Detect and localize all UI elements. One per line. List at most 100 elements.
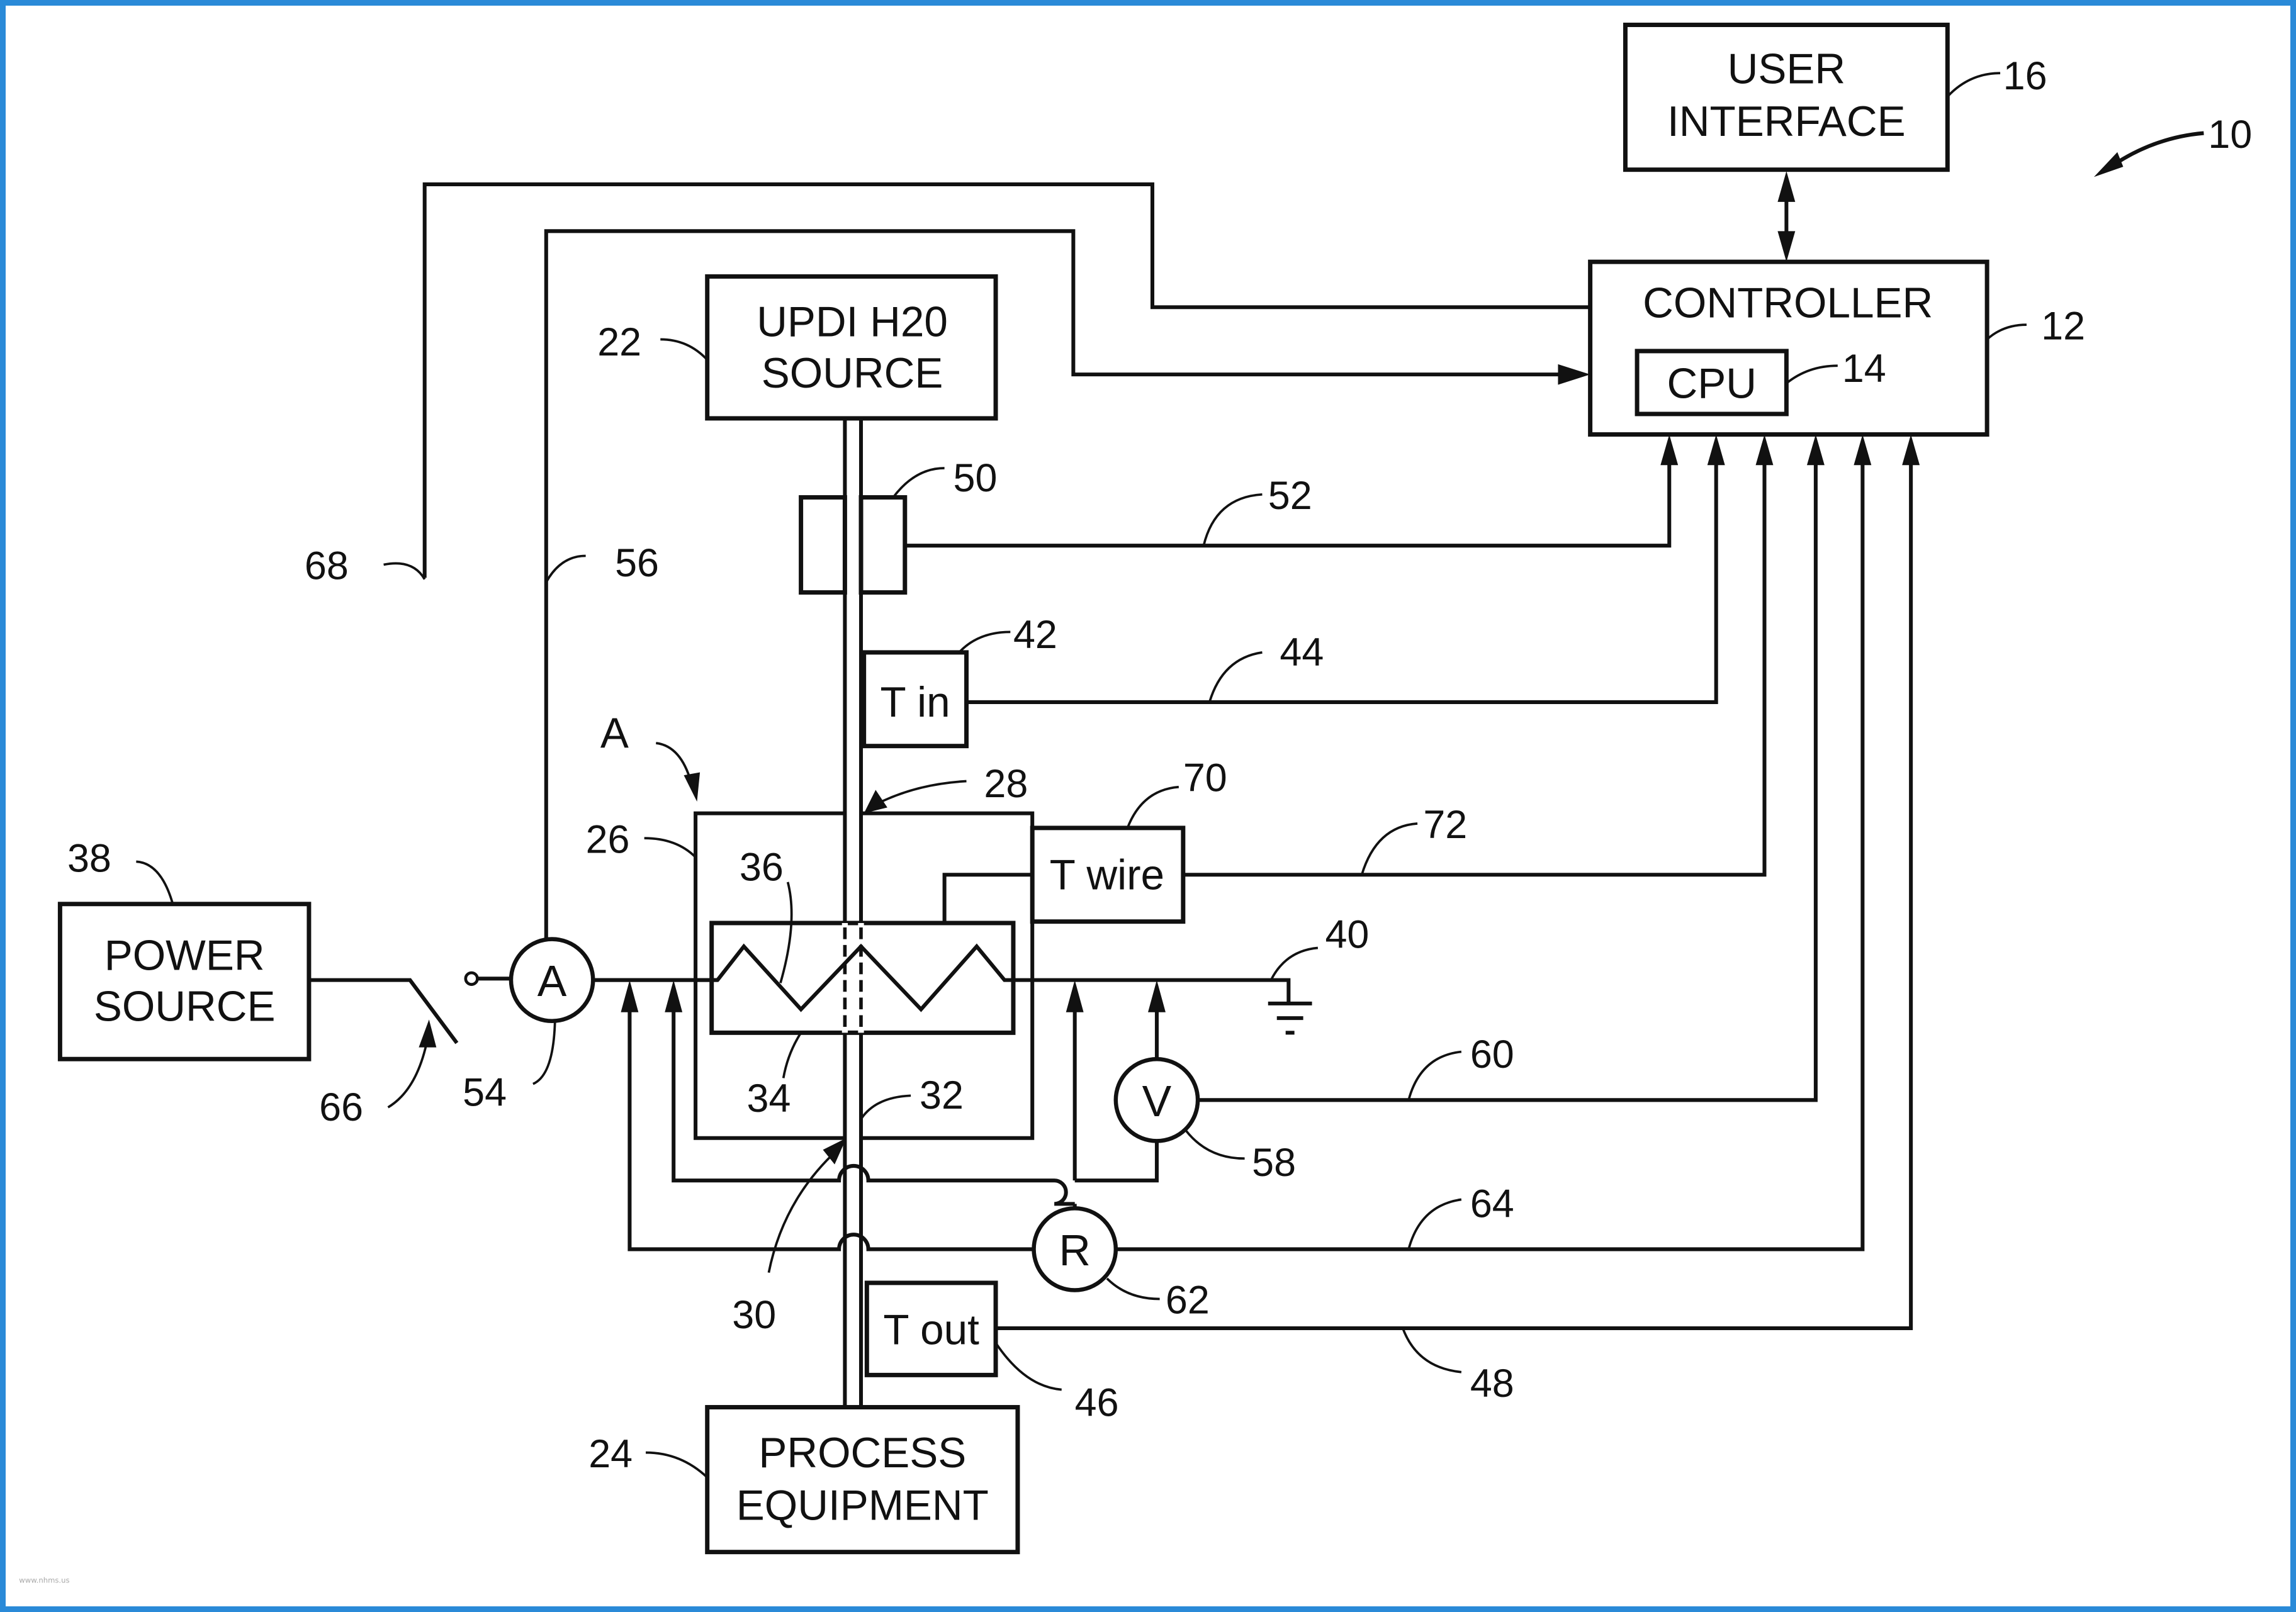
line-60-voltage-signal — [1198, 459, 1818, 1102]
leader-44 — [1208, 651, 1263, 703]
leader-62 — [1106, 1277, 1160, 1301]
ref-34: 34 — [747, 1077, 791, 1121]
ref-26: 26 — [586, 817, 630, 861]
assembly-label-a: A — [600, 710, 629, 757]
ref-66: 66 — [319, 1085, 363, 1129]
ref-48: 48 — [1470, 1362, 1514, 1406]
ref-70: 70 — [1183, 756, 1227, 800]
leader-56 — [545, 554, 586, 583]
leader-72 — [1360, 822, 1418, 875]
leader-66 — [387, 1038, 429, 1109]
water-source-block: UPDI H20 SOURCE — [705, 274, 998, 421]
leader-34 — [782, 1032, 802, 1078]
arrowhead-r-right — [1066, 980, 1084, 1012]
leader-58 — [1185, 1129, 1245, 1160]
t-in-sensor — [862, 650, 969, 749]
t-out-sensor — [864, 1280, 998, 1377]
ground-symbol — [1268, 1001, 1312, 1035]
leader-10 — [2107, 131, 2204, 170]
t-wire-sensor — [1030, 826, 1186, 924]
leader-16 — [1946, 72, 2001, 98]
circuit-to-ground — [1013, 978, 1291, 1004]
ref-72: 72 — [1423, 803, 1467, 847]
switch-66 — [308, 978, 459, 1044]
arrowhead-down — [1777, 231, 1796, 262]
resistance-symbol: R — [1059, 1226, 1090, 1275]
user-interface-block: USER INTERFACE — [1623, 23, 1950, 172]
heater-housing — [694, 811, 1035, 1140]
ref-14: 14 — [1842, 347, 1886, 391]
leader-30 — [767, 1148, 839, 1273]
ref-62: 62 — [1166, 1279, 1210, 1323]
ref-16: 16 — [2003, 54, 2047, 98]
water-source-line2: SOURCE — [762, 350, 943, 397]
ref-64: 64 — [1470, 1182, 1514, 1226]
leader-40 — [1269, 946, 1319, 981]
line-56-current-signal — [544, 229, 1567, 939]
leader-28 — [875, 780, 967, 806]
arrowhead-a — [684, 772, 701, 802]
power-source-line1: POWER — [104, 932, 265, 979]
line-68-switch-control — [422, 182, 1590, 578]
controller-input-arrows — [1660, 434, 1920, 466]
power-source-block: POWER SOURCE — [57, 902, 312, 1061]
cpu-label: CPU — [1667, 360, 1756, 407]
ref-58: 58 — [1252, 1141, 1296, 1185]
leader-52 — [1202, 493, 1263, 546]
flow-meter — [799, 495, 908, 595]
ref-36: 36 — [740, 846, 784, 890]
arrowhead-56 — [1558, 364, 1590, 385]
arrowhead-10 — [2093, 152, 2124, 177]
ref-60: 60 — [1470, 1033, 1514, 1077]
leader-50 — [892, 467, 945, 498]
leader-22 — [660, 338, 709, 361]
user-interface-line1: USER — [1728, 46, 1845, 93]
ref-40: 40 — [1325, 913, 1370, 957]
leader-24 — [645, 1451, 708, 1479]
ref-50: 50 — [954, 456, 998, 500]
ref-30: 30 — [732, 1293, 776, 1337]
arrowhead-v-left — [665, 980, 683, 1012]
process-equipment-block: PROCESS EQUIPMENT — [705, 1405, 1020, 1555]
leader-12 — [1986, 323, 2027, 340]
user-interface-line2: INTERFACE — [1667, 98, 1906, 145]
arrowhead-r-left — [621, 980, 639, 1012]
leader-54 — [532, 1021, 556, 1085]
leader-70 — [1126, 785, 1179, 829]
leader-68 — [383, 562, 426, 580]
ref-12: 12 — [2041, 304, 2085, 348]
ref-46: 46 — [1075, 1380, 1119, 1424]
line-44-t-in-signal — [966, 459, 1718, 704]
process-equipment-line2: EQUIPMENT — [736, 1482, 989, 1530]
ref-44: 44 — [1280, 630, 1324, 674]
t-in-label: T in — [880, 679, 950, 726]
ref-28: 28 — [984, 762, 1028, 806]
leader-36 — [779, 882, 793, 983]
ammeter-symbol: A — [537, 956, 567, 1005]
resistance-meter: R — [1032, 1206, 1118, 1292]
t-out-label: T out — [883, 1307, 979, 1354]
leader-64 — [1407, 1198, 1462, 1250]
ref-52: 52 — [1268, 474, 1312, 518]
ammeter: A — [509, 937, 595, 1024]
leader-14 — [1786, 364, 1838, 384]
ref-42: 42 — [1013, 613, 1057, 657]
process-equipment-line1: PROCESS — [758, 1430, 966, 1477]
ref-32: 32 — [920, 1073, 964, 1117]
arrowhead-30 — [823, 1138, 847, 1165]
leader-26 — [644, 837, 697, 858]
watermark: www.nhms.us — [19, 1576, 69, 1585]
ref-38: 38 — [67, 837, 111, 881]
ref-22: 22 — [597, 320, 641, 364]
leader-32 — [860, 1094, 911, 1120]
arrowhead-up — [1777, 171, 1796, 202]
arrowhead-v-right — [1148, 980, 1166, 1012]
water-source-line1: UPDI H20 — [757, 299, 948, 346]
line-72-t-wire-signal — [1183, 459, 1767, 877]
ref-68: 68 — [305, 544, 349, 588]
ref-54: 54 — [463, 1071, 507, 1115]
switch-contact — [464, 971, 479, 986]
line-52-flow-signal — [904, 459, 1672, 548]
voltmeter-symbol: V — [1142, 1077, 1172, 1126]
